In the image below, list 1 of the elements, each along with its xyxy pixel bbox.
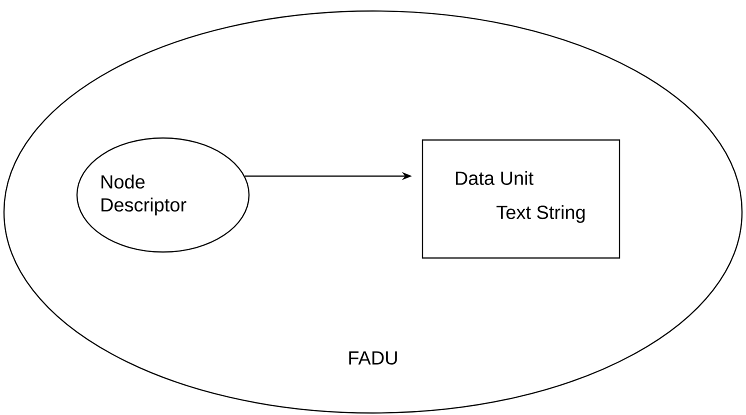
box: Data Unit Text String: [422, 139, 620, 259]
